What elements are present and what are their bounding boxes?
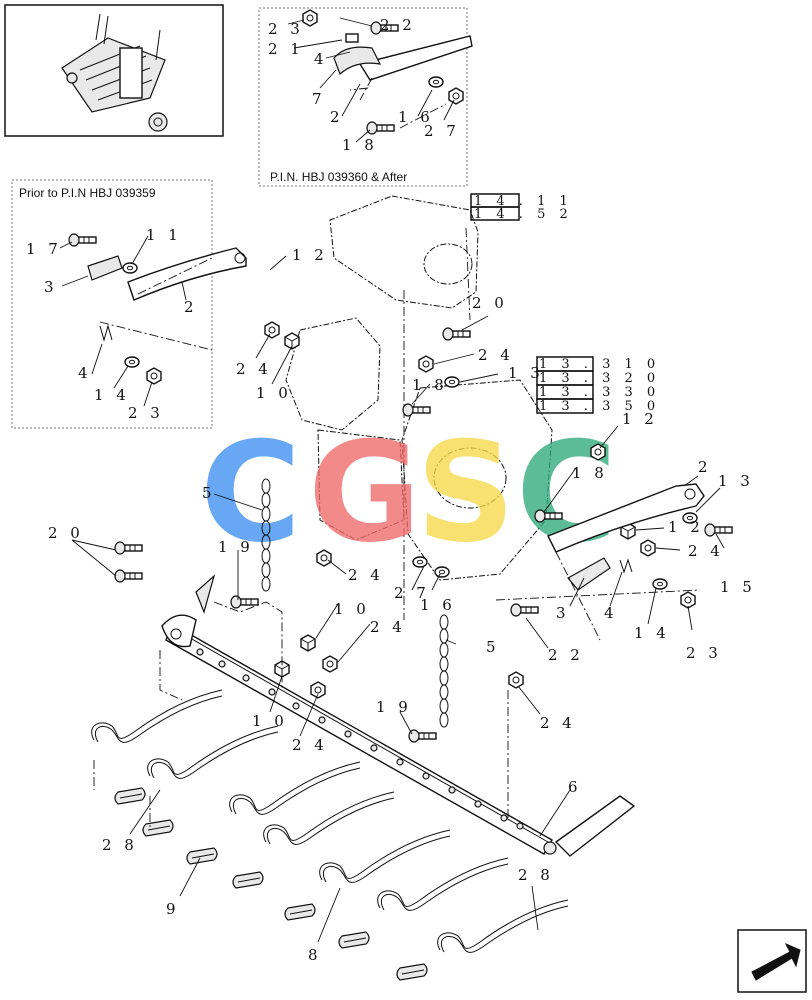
callout-40: 2 3: [686, 644, 722, 662]
callout-27: 1 3: [718, 472, 754, 490]
callout-42: 1 0: [334, 600, 370, 618]
callout-6: 2: [330, 108, 344, 126]
callout-9: 1 8: [342, 136, 378, 154]
callout-36: 1 5: [720, 578, 756, 596]
callout-25: 1 8: [572, 464, 608, 482]
callout-5: 7: [312, 90, 326, 108]
callout-52: 8: [308, 946, 322, 964]
callout-1: 2 3: [268, 20, 304, 38]
ref-a-2: 1 4 . 5 2: [474, 207, 573, 222]
callout-45: 1 0: [252, 712, 288, 730]
callout-7: 1 6: [398, 108, 434, 126]
callout-12: 1 2: [292, 246, 328, 264]
callout-20: 2 4: [478, 346, 514, 364]
callout-37: 3: [556, 604, 570, 622]
callout-18: 2 0: [472, 294, 508, 312]
next-page-button[interactable]: [737, 929, 807, 993]
callout-39: 1 4: [634, 624, 670, 642]
watermark: C G S C: [200, 412, 617, 573]
callouts: 2 3 2 2 2 1 4 7 2 1 6 2 7 1 8 1 7 1 1 1 …: [26, 16, 756, 964]
callout-47: 1 9: [376, 698, 412, 716]
callout-35: 2 4: [688, 542, 724, 560]
callout-11: 1 1: [146, 226, 182, 244]
inset-prior: Prior to P.I.N HBJ 039359: [11, 179, 247, 429]
callout-44: 5: [486, 638, 500, 656]
callout-51: 9: [166, 900, 180, 918]
callout-33: 1 6: [420, 596, 456, 614]
ref-b-1: 1 3 . 3 1 0: [539, 357, 660, 372]
reference-boxes: 1 4 . 1 1 1 4 . 5 2 1 3 . 3 1 0 1 3 . 3 …: [470, 193, 660, 414]
callout-4: 4: [314, 50, 328, 68]
callout-41: 2 2: [548, 646, 584, 664]
callout-8: 2 7: [424, 122, 460, 140]
tine-bar: [159, 574, 636, 857]
callout-38: 4: [604, 604, 618, 622]
callout-13: 3: [44, 278, 58, 296]
callout-17: 2 3: [128, 404, 164, 422]
callout-24: 1 2: [622, 410, 658, 428]
locator-thumbnail: [4, 4, 224, 137]
inset-prior-caption: Prior to P.I.N HBJ 039359: [19, 186, 156, 200]
callout-32: 2 7: [394, 584, 430, 602]
baler-frame: [285, 195, 553, 620]
callout-21: 1 0: [256, 384, 292, 402]
watermark-letter-3: S: [416, 412, 515, 573]
callout-2: 2 2: [380, 16, 416, 34]
callout-30: 2 0: [48, 524, 84, 542]
arrow-icon: [751, 943, 801, 981]
tines: [91, 689, 569, 981]
watermark-letter-1: C: [200, 412, 301, 573]
leader-lines: [59, 17, 725, 943]
inset-after-caption: P.I.N. HBJ 039360 & After: [270, 170, 407, 184]
callout-10: 1 7: [26, 240, 62, 258]
callout-22: 1 8: [412, 376, 448, 394]
callout-26: 2: [698, 458, 712, 476]
inset-after: P.I.N. HBJ 039360 & After: [258, 7, 473, 187]
ref-b-3: 1 3 . 3 3 0: [539, 385, 660, 400]
callout-16: 1 4: [94, 386, 130, 404]
chains: [261, 478, 449, 728]
callout-46: 2 4: [292, 736, 328, 754]
callout-34: 1 2: [668, 518, 704, 536]
callout-23: 1 3: [508, 364, 544, 382]
callout-49: 6: [568, 778, 582, 796]
ref-b-2: 1 3 . 3 2 0: [539, 371, 660, 386]
callout-14: 2: [184, 298, 198, 316]
callout-29: 1 9: [218, 538, 254, 556]
watermark-letter-4: C: [516, 412, 617, 573]
callout-43: 2 4: [370, 618, 406, 636]
arm-assembly: [495, 483, 705, 641]
callout-19: 2 4: [236, 360, 272, 378]
callout-31: 2 4: [348, 566, 384, 584]
callout-53: 2 8: [518, 866, 554, 884]
callout-15: 4: [78, 364, 92, 382]
ref-a-1: 1 4 . 1 1: [474, 194, 573, 209]
callout-3: 2 1: [268, 40, 304, 58]
callout-50: 2 8: [102, 836, 138, 854]
callout-48: 2 4: [540, 714, 576, 732]
watermark-letter-2: G: [308, 412, 421, 573]
callout-28: 5: [202, 484, 216, 502]
ref-b-4: 1 3 . 3 5 0: [539, 399, 660, 414]
